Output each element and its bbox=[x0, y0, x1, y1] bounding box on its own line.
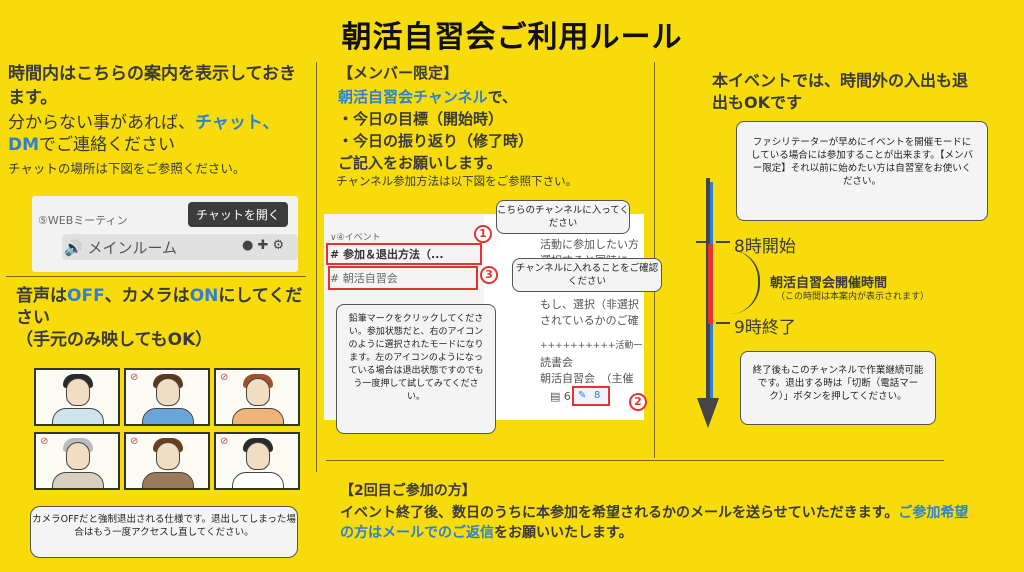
members-instructions: 朝活自習会チャンネルで、 ・今日の目標（開始時） ・今日の振り返り（修了時） ご… bbox=[338, 86, 628, 174]
line1-rest: で、 bbox=[487, 88, 517, 106]
after-session-bubble: 終了後もこのチャンネルで作業継続可能です。退出する時は「切断（電話マーク）」ボタ… bbox=[740, 351, 936, 425]
main-room-label: 🔊 メインルーム bbox=[64, 239, 177, 257]
pencil-icon: ✎ bbox=[578, 390, 587, 401]
start-time: 8時開始 bbox=[734, 237, 796, 257]
chat-category: ⑤WEBミーティン bbox=[38, 214, 128, 227]
room-icons: ● ✚ ⚙ bbox=[242, 238, 284, 253]
time-range-brace bbox=[730, 250, 760, 314]
second-time-heading: 【2回目ご参加の方】 bbox=[340, 483, 476, 499]
start-tick bbox=[696, 241, 710, 243]
participant-tile: ⊘ bbox=[34, 432, 120, 490]
channel-join-leave[interactable]: # 参加＆退出方法（... bbox=[330, 248, 444, 261]
callout-pencil-instructions: 鉛筆マークをクリックしてください。参加状態だと、右のアイコンのように選択されたモ… bbox=[336, 304, 496, 434]
callout-confirm-channel: チャンネルに入れることをご確認ください bbox=[512, 258, 662, 292]
channel-highlight: 朝活自習会チャンネル bbox=[338, 88, 488, 106]
left-contact-text: 分からない事があれば、チャット、DMでご連絡ください bbox=[8, 112, 308, 156]
audio-pre: 音声は bbox=[16, 286, 67, 306]
left-heading: 時間内はこちらの案内を表示しておきます。 bbox=[8, 64, 296, 108]
message-line: もし、選択（非選択 bbox=[540, 298, 639, 311]
request-line: ご記入をお願いします。 bbox=[338, 154, 502, 172]
audio-on: ON bbox=[189, 286, 219, 306]
goal-line: ・今日の目標（開始時） bbox=[338, 110, 504, 128]
audio-note: （手元のみ映してもOK） bbox=[16, 330, 213, 350]
second-time-suffix: をお願いいたします。 bbox=[494, 525, 633, 541]
left-text-prefix: 分からない事があれば、 bbox=[8, 113, 195, 133]
chat-tooltip: チャットを開く bbox=[188, 202, 288, 227]
callout-join-channel: こちらのチャンネルに入ってください bbox=[496, 200, 630, 234]
step-marker-3: 3 bbox=[480, 266, 498, 284]
section-divider-bottom bbox=[326, 460, 944, 461]
page-title: 朝活自習会ご利用ルール bbox=[341, 20, 683, 55]
camera-warning-bubble: カメラOFFだと強制退出される仕様です。退出してしまった場合はもう一度アクセスし… bbox=[30, 506, 298, 558]
end-time: 9時終了 bbox=[734, 318, 796, 338]
left-small-note: チャットの場所は下図をご参照ください。 bbox=[8, 161, 246, 176]
message-line: ++++++++++活動一 bbox=[540, 341, 643, 351]
participant-tile: ⊘ bbox=[124, 368, 210, 426]
channel-asakatsu[interactable]: # 朝活自習会 bbox=[330, 272, 398, 285]
step-marker-1: 1 bbox=[474, 225, 492, 243]
facilitator-bubble: ファシリテーターが早めにイベントを開催モードにしている場合には参加することが出来… bbox=[736, 121, 988, 221]
column-divider-left bbox=[316, 62, 317, 472]
audio-post: にしてください bbox=[16, 286, 303, 328]
channel-join-note: チャンネル参加方法は以下図をご参照下さい。 bbox=[336, 174, 578, 188]
chat-screenshot: ⑤WEBミーティン 🔊 メインルーム ● ✚ ⚙ チャットを開く bbox=[32, 196, 298, 272]
mute-icon: ⊘ bbox=[220, 372, 229, 383]
message-line: 読書会 bbox=[540, 356, 573, 369]
start-tick-right bbox=[716, 241, 730, 243]
pencil-reaction-button[interactable]: ✎ 8 bbox=[572, 386, 610, 406]
second-time-line1: イベント終了後、数日のうちに本参加を希望されるかのメールを送らせていただきます。 bbox=[340, 505, 899, 521]
section-divider-left bbox=[6, 276, 306, 277]
gear-icon[interactable]: ⚙ bbox=[272, 238, 285, 253]
chat-bubble-icon[interactable]: ● bbox=[242, 238, 254, 253]
add-user-icon[interactable]: ✚ bbox=[257, 238, 269, 253]
mute-icon: ⊘ bbox=[40, 436, 49, 447]
participant-tile: ⊘ bbox=[124, 432, 210, 490]
session-time-sub: （この時間は本案内が表示されます） bbox=[776, 292, 930, 302]
second-time-highlight: ご参加希望の方はメールでのご返信 bbox=[340, 505, 969, 541]
audio-camera-heading: 音声はOFF、カメラはONにしてください （手元のみ映してもOK） bbox=[16, 285, 316, 351]
left-text-highlight: チャット、DM bbox=[8, 113, 280, 155]
review-line: ・今日の振り返り（修了時） bbox=[338, 132, 534, 150]
message-line: 朝活自習会 （主催 bbox=[540, 372, 634, 385]
reaction-stack-icon: ▤ 6 bbox=[550, 390, 571, 403]
timeline-red-segment bbox=[708, 244, 713, 324]
end-tick bbox=[716, 322, 730, 324]
participant-tile bbox=[34, 368, 120, 426]
event-category: ∨④イベント bbox=[330, 233, 381, 243]
participant-grid: ⊘ ⊘ ⊘ ⊘ ⊘ bbox=[34, 368, 302, 496]
main-room-row bbox=[62, 234, 298, 260]
reaction-count: 8 bbox=[594, 390, 601, 401]
right-heading: 本イベントでは、時間外の入出も退出もOKです bbox=[712, 71, 969, 112]
message-line: されているかのご確 bbox=[540, 314, 639, 327]
mute-icon: ⊘ bbox=[130, 372, 139, 383]
members-only-heading: 【メンバー限定】 bbox=[338, 64, 459, 82]
audio-mid: 、カメラは bbox=[104, 286, 190, 306]
highlight-box-channel1 bbox=[326, 243, 482, 265]
audio-off: OFF bbox=[67, 286, 105, 306]
timeline-arrow bbox=[697, 398, 719, 428]
mute-icon: ⊘ bbox=[220, 436, 229, 447]
session-time-label: 朝活自習会開催時間 bbox=[770, 276, 888, 291]
second-time-text: イベント終了後、数日のうちに本参加を希望されるかのメールを送らせていただきます。… bbox=[340, 503, 980, 543]
mute-icon: ⊘ bbox=[130, 436, 139, 447]
message-line: 活動に参加したい方 bbox=[540, 238, 639, 251]
participant-tile: ⊘ bbox=[214, 432, 300, 490]
participant-tile: ⊘ bbox=[214, 368, 300, 426]
highlight-box-channel2 bbox=[328, 266, 478, 290]
left-text-suffix: でご連絡ください bbox=[39, 135, 176, 155]
step-marker-2: 2 bbox=[629, 393, 647, 411]
